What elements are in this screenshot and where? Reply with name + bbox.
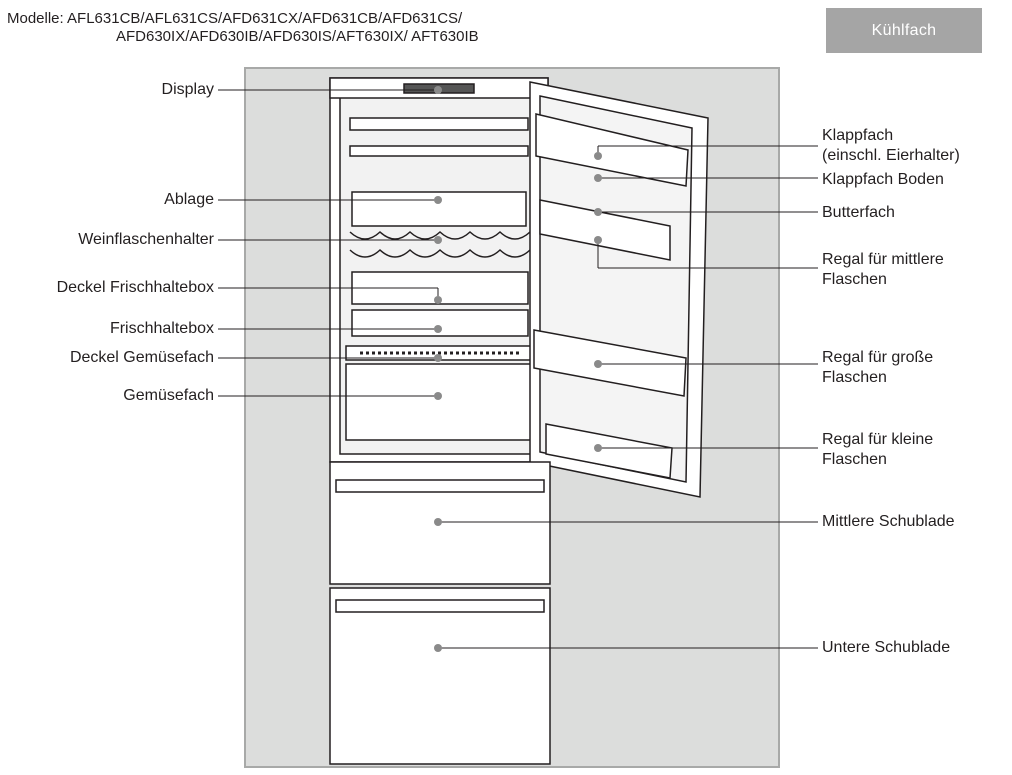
vegetable-drawer <box>345 363 533 441</box>
dot-klappfach-boden <box>594 174 602 182</box>
label-frischhaltebox: Frischhaltebox <box>109 320 214 337</box>
label-regal-mittlere-line-1: Regal für mittlere <box>822 251 944 268</box>
dot-regal-kleine <box>594 444 602 452</box>
label-klappfach: Klappfach (einschl. Eierhalter) <box>822 126 960 166</box>
label-deckel-frischhaltebox: Deckel Frischhaltebox <box>56 279 214 296</box>
label-regal-mittlere-line-2: Flaschen <box>822 271 887 288</box>
label-display: Display <box>161 81 214 98</box>
label-untere-schublade: Untere Schublade <box>822 639 951 656</box>
dot-ablage <box>434 196 442 204</box>
door-bin-small <box>545 423 673 479</box>
label-mittlere-schublade: Mittlere Schublade <box>822 513 955 530</box>
label-regal-grosse-line-2: Flaschen <box>822 369 887 386</box>
butter-bin <box>539 199 671 261</box>
wine-rack <box>349 230 531 240</box>
shelf-top <box>349 117 529 131</box>
dot-gemuesefach <box>434 392 442 400</box>
door-flap-bin <box>535 113 689 187</box>
dot-weinflaschenhalter <box>434 236 442 244</box>
label-butterfach: Butterfach <box>822 204 895 221</box>
dot-deckel-gemuesefach <box>434 354 442 362</box>
label-weinflaschenhalter: Weinflaschenhalter <box>78 231 214 248</box>
model-list-line-1: Modelle: AFL631CB/AFL631CS/AFD631CX/AFD6… <box>7 10 463 27</box>
shelf-2 <box>349 145 529 157</box>
dot-klappfach <box>594 152 602 160</box>
label-regal-mittlere: Regal für mittlere Flaschen <box>822 250 944 290</box>
dot-deckel-frischhaltebox <box>434 296 442 304</box>
bottom-drawer <box>329 587 551 765</box>
door-bin-large <box>533 329 687 397</box>
dot-display <box>434 86 442 94</box>
dot-frischhaltebox <box>434 325 442 333</box>
label-regal-grosse: Regal für große Flaschen <box>822 348 933 388</box>
dot-regal-mittlere <box>594 236 602 244</box>
label-deckel-gemuesefach: Deckel Gemüsefach <box>69 349 214 366</box>
label-regal-kleine-line-2: Flaschen <box>822 451 887 468</box>
section-tag: Kühlfach <box>826 8 982 53</box>
label-regal-grosse-line-1: Regal für große <box>822 349 934 366</box>
model-list-line-2: AFD630IX/AFD630IB/AFD630IS/AFT630IX/ AFT… <box>116 28 479 45</box>
label-regal-kleine-line-1: Regal für kleine <box>822 431 934 448</box>
model-list: Modelle: AFL631CB/AFL631CS/AFD631CX/AFD6… <box>7 10 479 46</box>
label-klappfach-boden: Klappfach Boden <box>822 171 944 188</box>
label-klappfach-line-2: (einschl. Eierhalter) <box>822 147 960 164</box>
dot-regal-grosse <box>594 360 602 368</box>
label-klappfach-line-1: Klappfach <box>822 127 894 144</box>
dot-butterfach <box>594 208 602 216</box>
label-ablage: Ablage <box>164 191 214 208</box>
label-regal-kleine: Regal für kleine Flaschen <box>822 430 933 470</box>
dot-mittlere-schublade <box>434 518 442 526</box>
dot-untere-schublade <box>434 644 442 652</box>
label-gemuesefach: Gemüsefach <box>123 387 214 404</box>
